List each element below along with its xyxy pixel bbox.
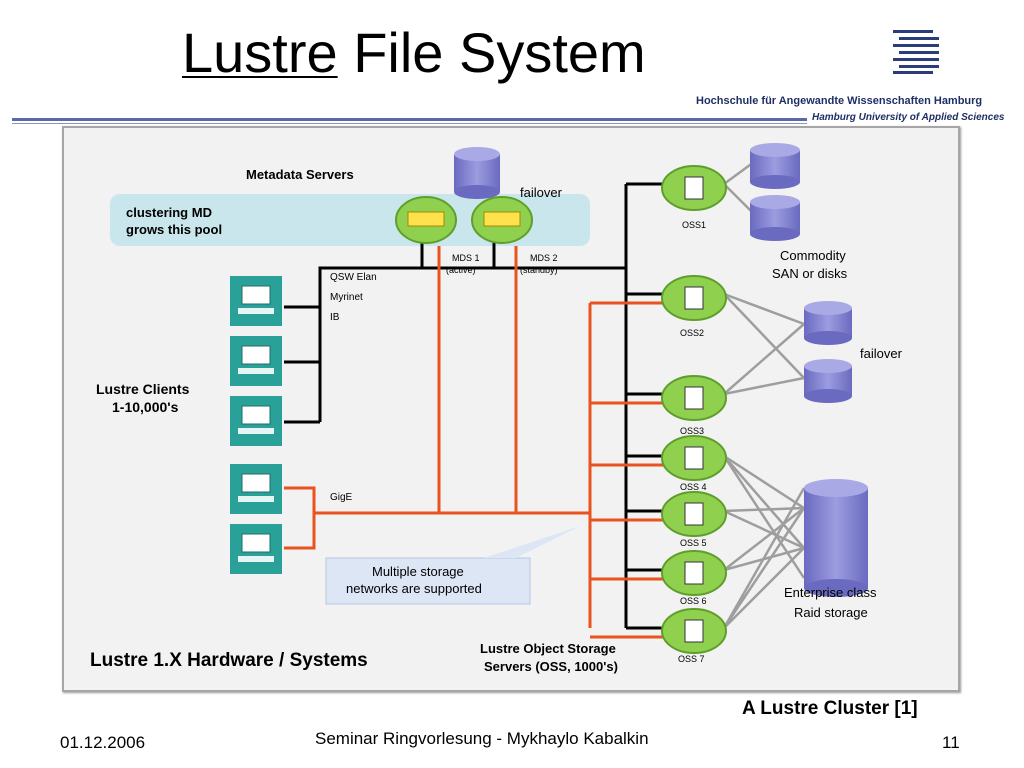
oss3-label: OSS3 <box>680 426 704 436</box>
client-workstations <box>230 276 282 574</box>
enterprise-line1: Enterprise class <box>784 585 877 600</box>
diagram-canvas: Metadata Servers failover clustering MD … <box>90 143 903 674</box>
failover-top-label: failover <box>520 185 563 200</box>
callout-line2: networks are supported <box>346 581 482 596</box>
oss-caption-line2: Servers (OSS, 1000's) <box>484 659 618 674</box>
oss-caption-line1: Lustre Object Storage <box>480 641 616 656</box>
mds1-server <box>395 196 457 244</box>
mds1-label-line2: (active) <box>446 265 476 275</box>
header-rule <box>12 118 807 121</box>
commodity-line1: Commodity <box>780 248 846 263</box>
network-qsw-elan: QSW Elan <box>330 272 377 283</box>
footer-date: 01.12.2006 <box>60 733 146 752</box>
interconnect-lines <box>284 182 664 630</box>
university-name-en: Hamburg University of Applied Sciences <box>812 112 1005 123</box>
mds2-server <box>471 196 533 244</box>
gige-network-lines <box>284 246 664 639</box>
page-title: Lustre File System <box>182 22 646 84</box>
oss2-label: OSS2 <box>680 328 704 338</box>
oss1-label: OSS1 <box>682 220 706 230</box>
header-rule-thin <box>12 123 807 124</box>
network-ib: IB <box>330 312 340 323</box>
footer-presenter: Seminar Ringvorlesung - Mykhaylo Kabalki… <box>315 729 649 748</box>
page-number: 11 <box>942 733 960 752</box>
university-name-de: Hochschule für Angewandte Wissenschaften… <box>696 95 983 107</box>
oss-servers <box>661 165 727 654</box>
oss7-label: OSS 7 <box>678 654 705 664</box>
lustre-cluster-diagram: Metadata Servers failover clustering MD … <box>62 126 960 692</box>
diagram-bottom-title: Lustre 1.X Hardware / Systems <box>90 650 368 671</box>
metadata-servers-label: Metadata Servers <box>246 167 354 182</box>
failover-mid-label: failover <box>860 346 903 361</box>
mds-storage-cylinder <box>454 147 500 199</box>
clients-line2: 1-10,000's <box>112 399 179 415</box>
stripes-logo-icon <box>893 30 939 74</box>
oss6-label: OSS 6 <box>680 596 707 606</box>
title-lustre: Lustre <box>182 21 338 84</box>
enterprise-line2: Raid storage <box>794 605 868 620</box>
callout-bubble <box>325 526 580 605</box>
mds2-label-line2: (standby) <box>520 265 558 275</box>
commodity-line2: SAN or disks <box>772 266 848 281</box>
title-rest: File System <box>353 21 646 84</box>
pool-line2: grows this pool <box>126 222 222 237</box>
failover-disks <box>804 301 852 403</box>
mds2-label-line1: MDS 2 <box>530 253 558 263</box>
storage-links <box>722 160 806 629</box>
commodity-disks <box>750 143 800 241</box>
figure-caption: A Lustre Cluster [1] <box>742 698 918 719</box>
oss4-label: OSS 4 <box>680 482 707 492</box>
clients-line1: Lustre Clients <box>96 381 190 397</box>
enterprise-raid-cylinder <box>804 479 868 597</box>
network-gige: GigE <box>330 492 353 503</box>
network-myrinet: Myrinet <box>330 292 363 303</box>
callout-line1: Multiple storage <box>372 564 464 579</box>
oss5-label: OSS 5 <box>680 538 707 548</box>
md-pool-band <box>110 194 590 246</box>
mds1-label-line1: MDS 1 <box>452 253 480 263</box>
pool-line1: clustering MD <box>126 205 212 220</box>
